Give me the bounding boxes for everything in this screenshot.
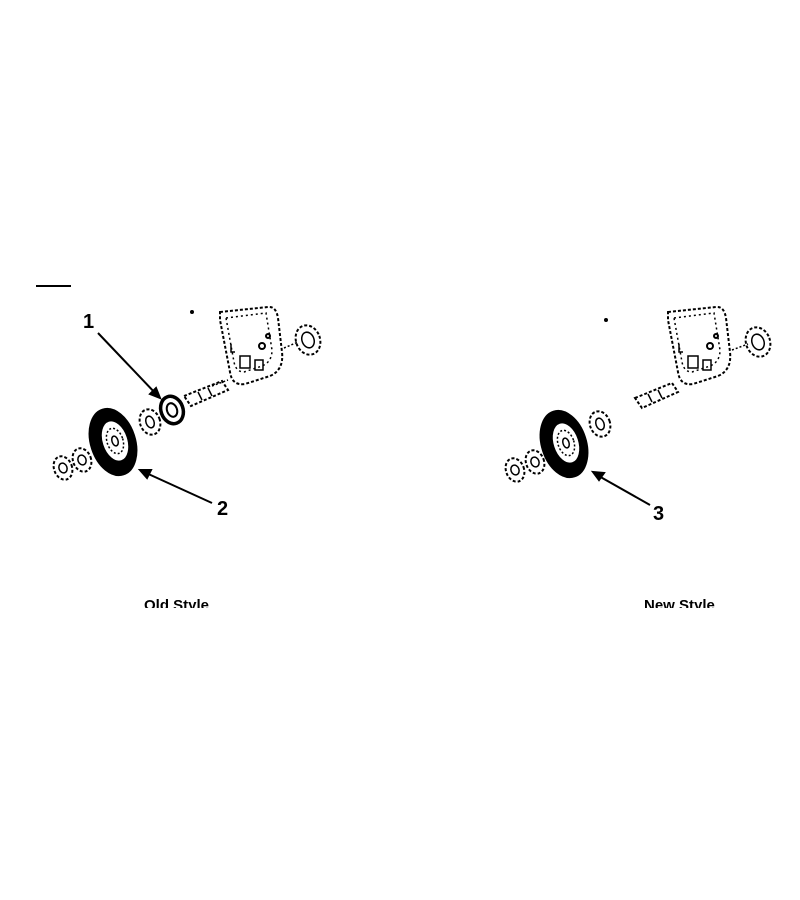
caption-new-style: New Style	[644, 598, 715, 608]
new-pulley-wheel	[539, 409, 589, 479]
new-front-washers	[504, 449, 546, 483]
new-style-assembly	[504, 305, 772, 506]
leader-1	[97, 332, 162, 400]
old-style-assembly	[52, 305, 322, 504]
old-front-washers	[52, 447, 93, 481]
new-bracket-plate	[667, 305, 732, 386]
caption-old-style: Old Style	[144, 598, 210, 608]
leader-2	[137, 469, 213, 504]
callout-1: 1	[83, 311, 95, 333]
old-shaft	[182, 379, 230, 408]
new-spacer	[588, 410, 612, 438]
old-spacer	[138, 408, 162, 436]
new-end-nut	[744, 326, 772, 358]
old-bracket-plate	[219, 305, 284, 386]
new-shaft	[633, 381, 680, 410]
leader-3	[590, 470, 651, 506]
old-end-nut	[294, 324, 322, 356]
old-bearing	[158, 394, 186, 426]
callout-3: 3	[653, 503, 665, 525]
old-pulley-wheel	[88, 407, 138, 477]
callout-2: 2	[217, 498, 229, 520]
